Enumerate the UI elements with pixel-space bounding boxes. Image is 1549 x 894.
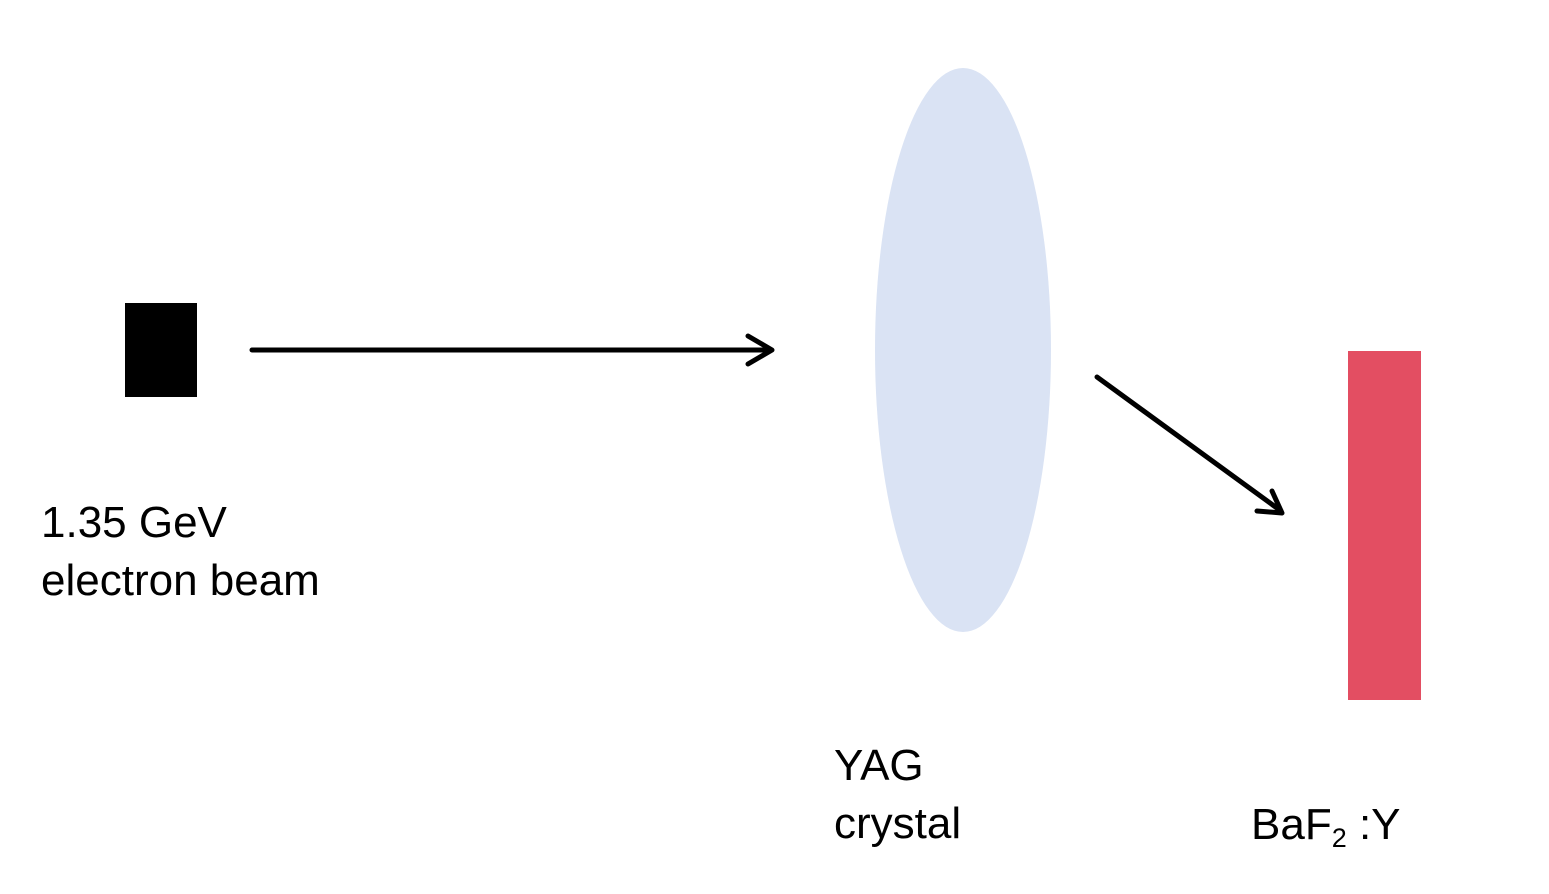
electron-beam-text: electron beam [41, 556, 320, 605]
electron-beam-source-block [125, 303, 197, 397]
electron-beam-energy: 1.35 GeV [41, 498, 227, 547]
emitted-light-arrow [1094, 374, 1285, 516]
yag-crystal-label: YAG crystal [834, 737, 961, 853]
yag-crystal-name: YAG [834, 741, 924, 790]
yag-crystal-ellipse [875, 68, 1051, 632]
detector-formula-main: BaF [1251, 800, 1332, 849]
detector-label: BaF2 :Y [1251, 796, 1401, 854]
electron-beam-label: 1.35 GeV electron beam [41, 494, 320, 610]
yag-crystal-text: crystal [834, 799, 962, 848]
incident-beam-arrow [249, 333, 775, 367]
baf2-detector-bar [1348, 351, 1421, 700]
detector-formula-dopant: :Y [1346, 800, 1401, 849]
detector-formula-subscript: 2 [1331, 823, 1347, 853]
